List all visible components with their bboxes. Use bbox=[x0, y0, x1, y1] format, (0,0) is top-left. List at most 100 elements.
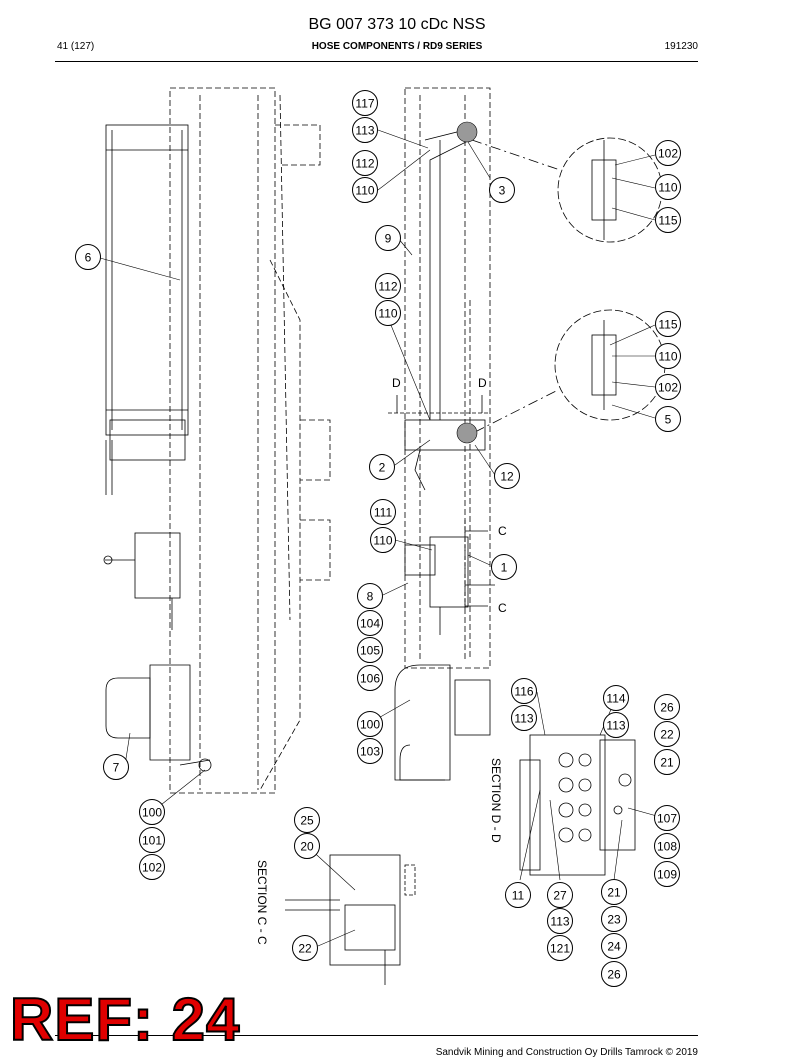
callout-balloon: 23 bbox=[601, 906, 627, 932]
callout-number: 105 bbox=[360, 644, 380, 658]
callout-balloon: 3 bbox=[489, 177, 515, 203]
callout-number: 103 bbox=[360, 745, 380, 759]
callout-balloon: 104 bbox=[357, 610, 383, 636]
callout-balloon: 24 bbox=[601, 933, 627, 959]
callout-number: 102 bbox=[142, 861, 162, 875]
callout-balloon: 6 bbox=[75, 244, 101, 270]
callout-number: 22 bbox=[660, 728, 674, 742]
callout-number: 25 bbox=[300, 814, 314, 828]
callout-number: 110 bbox=[378, 307, 397, 321]
callout-balloon: 111 bbox=[370, 499, 396, 525]
callout-balloon: 12 bbox=[494, 463, 520, 489]
callout-number: 116 bbox=[514, 685, 533, 699]
section-cc-assembly bbox=[285, 854, 416, 985]
callout-balloon: 7 bbox=[103, 754, 129, 780]
callout-number: 112 bbox=[355, 157, 374, 171]
callout-number: 3 bbox=[499, 184, 506, 198]
callout-balloon: 110 bbox=[375, 300, 401, 326]
callout-balloon: 5 bbox=[655, 406, 681, 432]
callout-balloon: 25 bbox=[294, 807, 320, 833]
callout-balloon: 100 bbox=[139, 799, 165, 825]
section-marker-d-right: D bbox=[478, 376, 487, 390]
callout-number: 2 bbox=[379, 461, 386, 475]
callout-balloon: 110 bbox=[352, 177, 378, 203]
mounting-bracket-center bbox=[394, 664, 491, 781]
callout-balloon: 107 bbox=[654, 805, 680, 831]
header-rule bbox=[55, 61, 698, 62]
callout-number: 121 bbox=[550, 942, 570, 956]
callout-number: 111 bbox=[374, 506, 393, 520]
callout-balloon: 114 bbox=[603, 685, 629, 711]
callout-number: 110 bbox=[658, 350, 677, 364]
callout-balloon: 112 bbox=[352, 150, 378, 176]
section-marker-c-top: C bbox=[498, 524, 507, 538]
callout-number: 22 bbox=[298, 942, 312, 956]
ref-stamp: REF: 24 bbox=[9, 985, 241, 1054]
callout-balloon: 115 bbox=[655, 311, 681, 337]
callout-number: 110 bbox=[355, 184, 374, 198]
section-marker-d-left: D bbox=[392, 376, 401, 390]
callout-number: 101 bbox=[142, 834, 162, 848]
callout-number: 20 bbox=[300, 840, 314, 854]
callout-number: 102 bbox=[658, 381, 678, 395]
callout-balloon: 113 bbox=[603, 712, 629, 738]
section-cc-label: SECTION C - C bbox=[255, 860, 269, 945]
callout-number: 12 bbox=[500, 470, 514, 484]
detail-circle-middle bbox=[554, 309, 666, 421]
section-dd-valve-bank bbox=[519, 734, 636, 876]
callout-balloon: 113 bbox=[352, 117, 378, 143]
footer-rule bbox=[55, 1035, 698, 1036]
callout-number: 102 bbox=[658, 147, 678, 161]
section-marker-c-bottom: C bbox=[498, 601, 507, 615]
callout-balloon: 116 bbox=[511, 678, 537, 704]
callout-balloon: 8 bbox=[357, 583, 383, 609]
page-number: 41 (127) bbox=[57, 41, 95, 52]
callout-balloon: 113 bbox=[547, 908, 573, 934]
callout-number: 23 bbox=[607, 913, 621, 927]
boom-outline-left bbox=[169, 87, 331, 794]
callout-number: 26 bbox=[660, 701, 674, 715]
callout-balloon: 26 bbox=[654, 694, 680, 720]
callout-number: 107 bbox=[657, 812, 677, 826]
callout-balloon: 102 bbox=[655, 374, 681, 400]
callout-balloon: 21 bbox=[601, 879, 627, 905]
callout-number: 26 bbox=[607, 968, 621, 982]
callout-number: 9 bbox=[385, 232, 392, 246]
section-dd-label: SECTION D - D bbox=[489, 758, 503, 843]
callout-balloon: 22 bbox=[654, 721, 680, 747]
callout-number: 106 bbox=[360, 672, 380, 686]
callout-balloon: 102 bbox=[139, 854, 165, 880]
callout-number: 5 bbox=[665, 413, 672, 427]
callout-balloon: 110 bbox=[370, 527, 396, 553]
section-title: HOSE COMPONENTS / RD9 SERIES bbox=[311, 41, 483, 52]
callout-balloon: 105 bbox=[357, 637, 383, 663]
callout-number: 109 bbox=[657, 868, 677, 882]
callout-balloon: 27 bbox=[547, 882, 573, 908]
callout-balloon: 20 bbox=[294, 833, 320, 859]
callout-number: 110 bbox=[658, 181, 677, 195]
callout-number: 7 bbox=[113, 761, 120, 775]
callout-number: 110 bbox=[373, 534, 392, 548]
callout-balloon: 22 bbox=[292, 935, 318, 961]
callout-number: 112 bbox=[378, 280, 397, 294]
callout-number: 27 bbox=[553, 889, 567, 903]
callout-number: 113 bbox=[514, 712, 533, 726]
document-title: BG 007 373 10 cDc NSS bbox=[308, 16, 486, 33]
callout-balloon: 121 bbox=[547, 935, 573, 961]
valve-block-left bbox=[103, 532, 181, 630]
callout-balloon: 26 bbox=[601, 961, 627, 987]
callout-balloon: 109 bbox=[654, 861, 680, 887]
callout-number: 8 bbox=[367, 590, 374, 604]
callout-number: 117 bbox=[355, 97, 374, 111]
callout-number: 100 bbox=[360, 718, 380, 732]
callout-number: 113 bbox=[550, 915, 569, 929]
callout-balloon: 115 bbox=[655, 207, 681, 233]
detail-circle-top bbox=[557, 137, 663, 243]
callout-balloon: 1 bbox=[491, 554, 517, 580]
valve-assembly-center bbox=[404, 536, 495, 635]
callout-number: 11 bbox=[512, 889, 525, 903]
callout-number: 6 bbox=[85, 251, 92, 265]
callout-number: 24 bbox=[607, 940, 621, 954]
callout-balloon: 106 bbox=[357, 665, 383, 691]
